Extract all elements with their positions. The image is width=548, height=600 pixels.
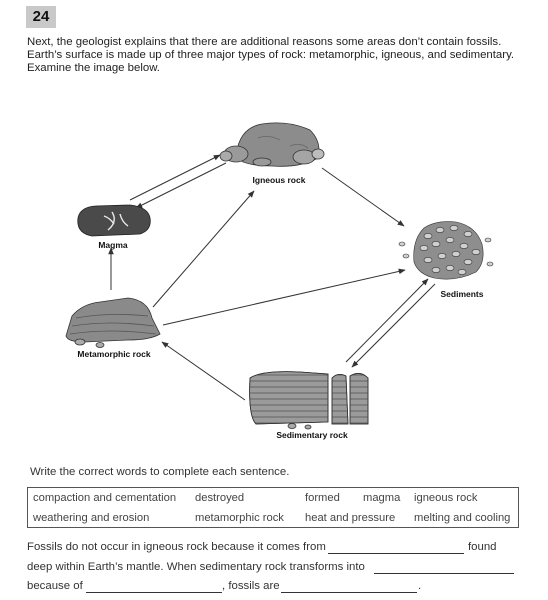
intro-line-3: Examine the image below. — [27, 62, 160, 74]
answer-blank-4[interactable] — [281, 592, 417, 593]
answer-blank-3[interactable] — [86, 592, 222, 593]
sedimentary-rock-label: Sedimentary rock — [276, 430, 348, 440]
arrow-sediments-to-sedimentary — [351, 283, 436, 368]
intro-paragraph: Next, the geologist explains that there … — [27, 36, 527, 75]
sentence-1-end: found — [468, 541, 497, 553]
igneous-rock-image — [219, 122, 325, 167]
magma-label: Magma — [98, 240, 128, 250]
sediments-image — [398, 221, 494, 280]
word-bank-item[interactable]: compaction and cementation — [33, 492, 177, 504]
answer-blank-2[interactable] — [374, 573, 514, 574]
arrow-metamorphic-to-sediments — [162, 268, 406, 326]
igneous-rock-label: Igneous rock — [253, 175, 306, 185]
answer-blank-1[interactable] — [328, 553, 464, 554]
arrow-magma-to-igneous — [129, 154, 221, 201]
arrow-igneous-to-sediments — [321, 167, 405, 227]
rock-cycle-diagram: Igneous rock Magma Sediments Metamorphic… — [65, 122, 494, 440]
metamorphic-rock-label: Metamorphic rock — [77, 349, 150, 359]
magma-image — [77, 204, 151, 237]
arrow-sedimentary-to-igneous — [152, 190, 255, 308]
word-bank-item[interactable]: melting and cooling — [414, 512, 511, 524]
intro-line-1: Next, the geologist explains that there … — [27, 36, 502, 48]
intro-line-2: Earth’s surface is made up of three majo… — [27, 49, 515, 61]
arrow-sedimentary-to-sediments — [345, 278, 429, 363]
question-number: 24 — [26, 6, 56, 28]
instruction-text: Write the correct words to complete each… — [30, 466, 290, 478]
sedimentary-rock-image — [249, 371, 369, 430]
sentence-3-mid: , fossils are — [222, 580, 280, 592]
sentence-3-start: because of — [27, 580, 83, 592]
word-bank-item[interactable]: weathering and erosion — [33, 512, 150, 524]
sediments-label: Sediments — [441, 289, 484, 299]
metamorphic-rock-image — [65, 297, 161, 348]
word-bank-item[interactable]: heat and pressure — [305, 512, 396, 524]
word-bank: compaction and cementation destroyed for… — [27, 487, 519, 528]
sentence-1-start: Fossils do not occur in igneous rock bec… — [27, 541, 326, 553]
word-bank-item[interactable]: destroyed — [195, 492, 245, 504]
word-bank-item[interactable]: magma — [363, 492, 401, 504]
word-bank-item[interactable]: metamorphic rock — [195, 512, 284, 524]
sentence-2-start: deep within Earth’s mantle. When sedimen… — [27, 561, 365, 573]
cycle-arrows — [108, 154, 436, 401]
arrow-igneous-to-magma — [135, 162, 227, 209]
sentence-3-end: . — [418, 580, 422, 592]
word-bank-item[interactable]: igneous rock — [414, 492, 478, 504]
arrow-sedimentary-to-metamorphic — [161, 341, 246, 401]
word-bank-item[interactable]: formed — [305, 492, 340, 504]
